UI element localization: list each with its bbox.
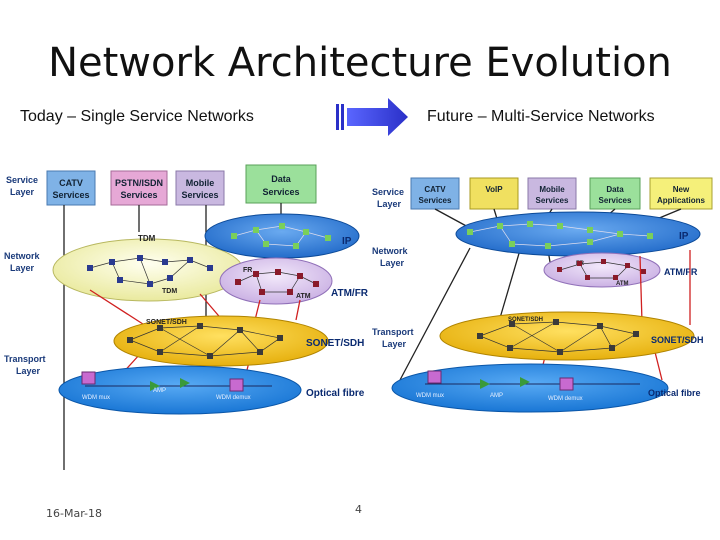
left-amp-label: AMP (153, 388, 166, 394)
left-pstn-text-2: Services (120, 190, 157, 200)
right-amp-icon (480, 379, 490, 389)
right-ip-network: IP (455, 211, 701, 257)
left-sonet-small-label: SONET/SDH (146, 319, 187, 326)
evolution-arrow (336, 98, 408, 136)
right-optical-network: WDM mux AMP WDM demux Optical fibre (391, 363, 701, 413)
left-optical-network: WDM mux AMP WDM demux Optical fibre (58, 365, 365, 415)
left-data-text-2: Services (262, 187, 299, 197)
right-mobile-text: Mobile (539, 185, 565, 194)
left-mobile-box: Mobile Services (175, 170, 225, 206)
right-wdm-mux-icon (427, 370, 442, 384)
left-ip-label: IP (342, 236, 352, 247)
right-mobile-text-2: Services (536, 196, 569, 205)
right-data-text: Data (606, 185, 624, 194)
left-sonet-network: SONET/SDH SONET/SDH (113, 315, 364, 367)
left-wdm-mux-icon (81, 371, 96, 385)
left-wdm-demux-icon (229, 378, 244, 392)
right-transport-label: Transport (372, 327, 414, 337)
right-sonet-small-label: SONET/SDH (508, 317, 543, 323)
left-wdm-demux-label: WDM demux (216, 395, 251, 401)
left-catv-box: CATV Services (46, 170, 96, 206)
right-voip-text: VoIP (485, 185, 503, 194)
left-pstn-box: PSTN/ISDN Services (110, 170, 168, 206)
left-atm-fr-label: ATM/FR (331, 288, 369, 299)
right-wdm-demux-label: WDM demux (548, 396, 583, 402)
left-tdm-network: TDM TDM (52, 234, 244, 302)
left-heading: Today – Single Service Networks (20, 108, 254, 125)
right-data-text-2: Services (599, 196, 632, 205)
right-catv-text: CATV (424, 185, 446, 194)
right-wdm-demux-icon (559, 377, 574, 391)
left-service-label: Service (6, 175, 38, 185)
left-mobile-text-2: Services (181, 190, 218, 200)
right-network-label: Network (372, 246, 409, 256)
left-mobile-text: Mobile (186, 178, 215, 188)
left-atm-network: FR ATM ATM/FR (219, 257, 369, 305)
right-catv-box: CATV Services (410, 177, 460, 210)
left-catv-text-2: Services (52, 190, 89, 200)
left-tdm-bottom-label: TDM (162, 288, 177, 295)
left-catv-text: CATV (59, 178, 83, 188)
left-data-text: Data (271, 174, 292, 184)
right-layer-labels: Service Layer Network Layer Transport La… (372, 187, 414, 349)
left-layer-labels: Service Layer Network Layer Transport La… (4, 175, 46, 376)
right-optical-label: Optical fibre (648, 388, 701, 398)
right-atm-label: ATM (616, 281, 629, 287)
right-amp-label: AMP (490, 393, 503, 399)
right-voip-box: VoIP (469, 177, 519, 210)
right-new-text-2: Applications (657, 196, 706, 205)
left-network-label: Network (4, 251, 41, 261)
right-service-label-2: Layer (377, 199, 402, 209)
left-amp-icon (150, 381, 160, 391)
left-transport-label: Transport (4, 354, 46, 364)
right-data-box: Data Services (589, 177, 641, 210)
right-service-label: Service (372, 187, 404, 197)
right-atm-network: FR ATM ATM/FR (543, 252, 698, 288)
left-fr-label: FR (243, 267, 252, 274)
left-network-label-2: Layer (10, 263, 35, 273)
right-amp-icon-2 (520, 377, 530, 387)
right-atm-fr-label: ATM/FR (664, 267, 698, 277)
right-transport-label-2: Layer (382, 339, 407, 349)
left-atm-label: ATM (296, 293, 311, 300)
left-data-box: Data Services (245, 164, 317, 204)
right-mobile-box: Mobile Services (527, 177, 577, 210)
right-new-text: New (673, 185, 690, 194)
left-ip-network: IP (204, 213, 360, 259)
page-number: 4 (355, 503, 362, 516)
left-tdm-label: TDM (138, 234, 156, 243)
right-new-apps-box: New Applications (649, 177, 713, 210)
slide-title: Network Architecture Evolution (48, 40, 672, 86)
left-wdm-mux-label: WDM mux (82, 395, 110, 401)
right-network-label-2: Layer (380, 258, 405, 268)
right-wdm-mux-label: WDM mux (416, 393, 444, 399)
slide-date: 16-Mar-18 (46, 507, 102, 520)
left-optical-label: Optical fibre (306, 388, 365, 399)
right-sonet-network: SONET/SDH SONET/SDH (439, 311, 704, 361)
right-heading: Future – Multi-Service Networks (427, 108, 655, 125)
left-sonet-label: SONET/SDH (306, 338, 364, 349)
right-catv-text-2: Services (419, 196, 452, 205)
right-ip-label: IP (679, 231, 689, 242)
left-amp-icon-2 (180, 378, 190, 388)
left-transport-label-2: Layer (16, 366, 41, 376)
left-service-label-2: Layer (10, 187, 35, 197)
right-sonet-label: SONET/SDH (651, 335, 704, 345)
left-pstn-text: PSTN/ISDN (115, 178, 163, 188)
